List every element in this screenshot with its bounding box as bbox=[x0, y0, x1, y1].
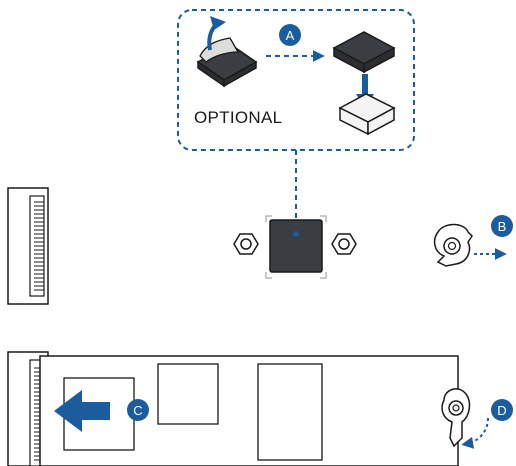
step-c-label: C bbox=[133, 403, 142, 418]
step-a-badge: A bbox=[279, 24, 301, 46]
thermal-pad-icon bbox=[332, 31, 396, 74]
heatsink-pad-icon bbox=[338, 93, 396, 136]
m2-slot-icon bbox=[7, 187, 49, 305]
chip-outline-3 bbox=[257, 363, 323, 461]
latch-lock-arrow bbox=[461, 417, 489, 449]
optional-dashed-box bbox=[177, 9, 415, 151]
ssd-chip-icon bbox=[265, 215, 327, 279]
rubber-latch-locked-icon bbox=[441, 388, 471, 448]
hex-standoff-left-icon bbox=[233, 233, 259, 255]
optional-step-group: A OPTIONAL bbox=[177, 9, 415, 151]
step-c-badge: C bbox=[127, 399, 149, 421]
step-a-label: A bbox=[286, 28, 295, 43]
step-d-label: D bbox=[497, 403, 506, 418]
optional-label: OPTIONAL bbox=[194, 108, 282, 127]
chip-outline-2 bbox=[157, 363, 219, 425]
insert-direction-arrow bbox=[54, 390, 110, 432]
step-b-label: B bbox=[498, 219, 507, 234]
hex-standoff-right-icon bbox=[331, 233, 357, 255]
step-b-badge: B bbox=[491, 215, 513, 237]
peel-film-icon bbox=[196, 16, 258, 88]
step-d-badge: D bbox=[491, 399, 513, 421]
rubber-latch-icon bbox=[433, 223, 473, 267]
ssd-board-icon bbox=[39, 355, 459, 466]
